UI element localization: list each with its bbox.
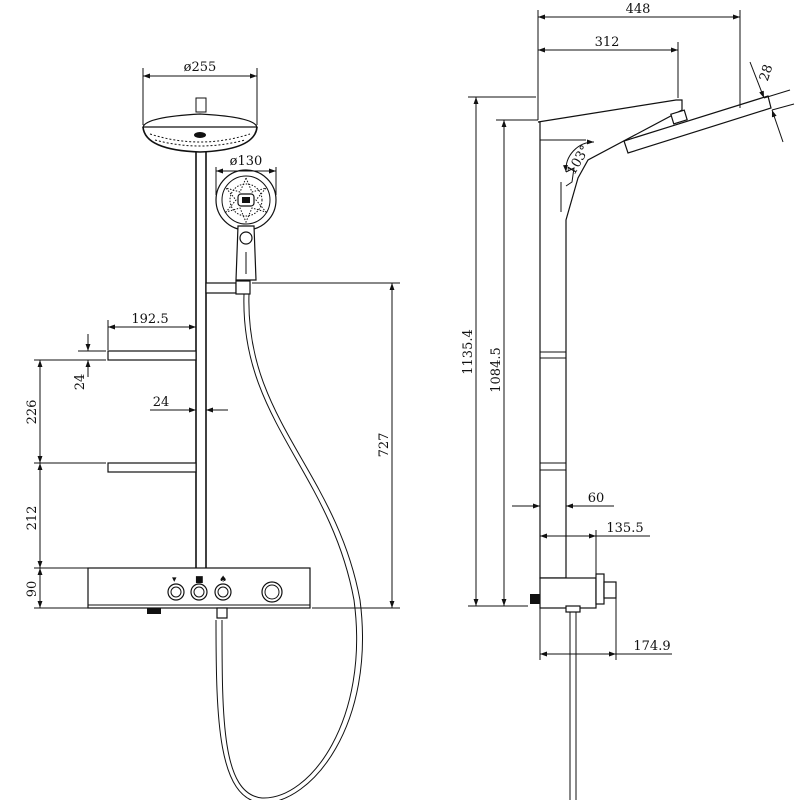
dim-label: 1084.5: [489, 347, 504, 393]
dim-label: 135.5: [606, 521, 643, 536]
dim-valve-depth: 135.5: [540, 521, 650, 574]
dim-total-height: 1135.4: [461, 96, 536, 607]
dim-head-thickness: 28: [749, 61, 795, 143]
dim-label: 448: [626, 2, 651, 17]
svg-text:■: ■: [195, 575, 204, 585]
dim-left-stack: 226 212 90: [25, 359, 106, 609]
dim-label: 60: [588, 491, 605, 506]
dim-label: 212: [25, 506, 40, 531]
dim-pipe-offset: 60: [512, 478, 614, 512]
slide-bracket: [205, 280, 251, 295]
dim-pipe-width: 24: [150, 395, 228, 413]
dim-label: 28: [757, 63, 776, 83]
side-shower-head: [623, 95, 772, 154]
dim-label: 1135.4: [461, 329, 476, 375]
overhead-shower-head: [142, 97, 258, 153]
dim-label: 24: [153, 395, 170, 410]
shelves: [107, 350, 197, 473]
dim-label: 24: [73, 374, 88, 391]
side-view: 448 312 28 103° 1135.4: [461, 2, 795, 800]
dim-hand-diameter: ø130: [215, 154, 277, 195]
dim-label: 226: [25, 400, 40, 425]
dim-slide-height: 727: [252, 282, 400, 609]
dim-shelf-width: 192.5: [107, 312, 197, 350]
dim-handle-depth: 174.9: [539, 598, 672, 660]
dim-head-diameter: ø255: [142, 60, 258, 125]
dim-total-reach: 448: [537, 2, 741, 120]
dim-shelf-thickness: 24: [73, 334, 106, 390]
dim-arm-length: 312: [538, 35, 679, 98]
dim-label: 312: [595, 35, 620, 50]
dim-label: 174.9: [633, 639, 670, 654]
svg-text:▾: ▾: [172, 575, 177, 585]
dim-pipe-height: 1084.5: [489, 119, 538, 606]
dim-label: ø130: [230, 154, 263, 169]
svg-text:♠: ♠: [219, 575, 227, 585]
hand-shower: [215, 169, 277, 281]
dim-label: ø255: [184, 60, 217, 75]
front-view: ▾ ■ ♠ ø255 ø130 192.5: [25, 60, 400, 804]
riser-pipe: [195, 152, 207, 568]
dim-label: 90: [25, 581, 40, 598]
side-valve-box: [530, 573, 617, 800]
thermostatic-valve-box: ▾ ■ ♠: [87, 567, 311, 619]
shower-hose: [221, 293, 358, 799]
dim-label: 192.5: [131, 312, 168, 327]
dim-label: 727: [377, 433, 392, 458]
